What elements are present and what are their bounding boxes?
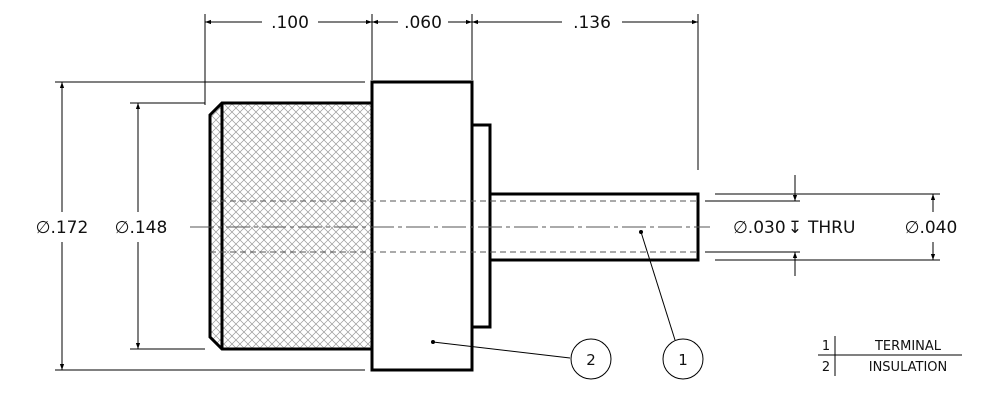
- hole-depth-symbol: ↧: [788, 218, 802, 238]
- horizontal-dimensions: .100 .060 .136: [204, 13, 699, 170]
- dim-text-dia-030: ∅.030: [733, 218, 786, 238]
- balloon-2: [570, 338, 612, 380]
- parts-row-1-item: 1: [822, 339, 830, 354]
- vertical-dimensions: ∅.172 ∅.148 ∅.030 ↧ THRU ∅.040: [36, 81, 958, 371]
- body-outline: [208, 101, 372, 351]
- dim-text-dia-172: ∅.172: [36, 218, 89, 238]
- dim-text-dia-148: ∅.148: [115, 218, 168, 238]
- dim-text-060: .060: [404, 13, 442, 33]
- balloon-2-number: 2: [586, 351, 596, 369]
- dim-text-136: .136: [573, 13, 611, 33]
- insulation-flange: [370, 80, 474, 372]
- part-geometry: [190, 80, 710, 372]
- leader-line-1: [639, 230, 676, 341]
- parts-row-2-item: 2: [822, 360, 830, 375]
- balloons: 2 1: [431, 230, 704, 380]
- dim-text-100: .100: [271, 13, 309, 33]
- terminal-shoulder: [472, 123, 492, 329]
- balloon-1-number: 1: [678, 351, 688, 369]
- dim-text-thru: THRU: [807, 218, 855, 238]
- insulation-body: [210, 103, 372, 349]
- dim-text-dia-040: ∅.040: [905, 218, 958, 238]
- parts-row-1-name: TERMINAL: [874, 339, 942, 354]
- parts-table: 1 TERMINAL 2 INSULATION: [818, 336, 962, 376]
- leader-line-2: [431, 340, 571, 359]
- parts-row-2-name: INSULATION: [869, 360, 947, 375]
- balloon-1: [662, 338, 704, 380]
